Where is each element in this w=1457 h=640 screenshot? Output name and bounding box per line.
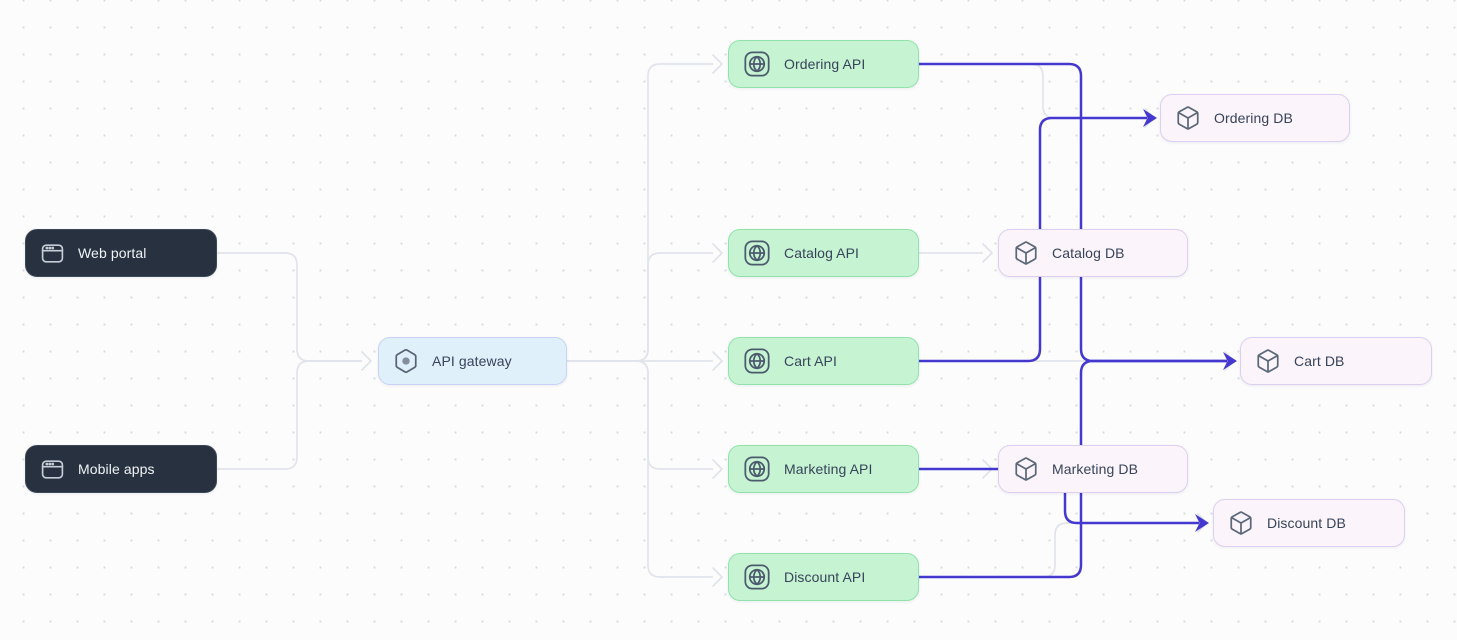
- node-label: Ordering DB: [1214, 110, 1293, 126]
- globe-app-icon: [743, 347, 771, 375]
- node-cart-api[interactable]: Cart API: [728, 337, 919, 385]
- node-marketing-db[interactable]: Marketing DB: [998, 445, 1188, 493]
- edge-web-portal-to-api-gateway[interactable]: [217, 252, 362, 362]
- globe-app-icon: [743, 50, 771, 78]
- globe-app-icon: [743, 563, 771, 591]
- node-label: Marketing API: [784, 461, 873, 477]
- node-label: Catalog API: [784, 245, 860, 261]
- box-icon: [1228, 510, 1254, 536]
- node-discount-api[interactable]: Discount API: [728, 553, 919, 601]
- node-label: API gateway: [432, 353, 512, 369]
- node-ordering-db[interactable]: Ordering DB: [1160, 94, 1350, 142]
- edge-api-gateway-to-ordering-api[interactable]: [567, 54, 723, 362]
- node-label: Mobile apps: [78, 461, 155, 477]
- globe-app-icon: [743, 455, 771, 483]
- node-ordering-api[interactable]: Ordering API: [728, 40, 919, 88]
- globe-app-icon: [743, 239, 771, 267]
- node-label: Ordering API: [784, 56, 866, 72]
- edge-catalog-api-to-catalog-db[interactable]: [919, 243, 993, 263]
- box-icon: [1255, 348, 1281, 374]
- edge-api-gateway-to-discount-api[interactable]: [567, 360, 723, 587]
- box-icon: [1013, 240, 1039, 266]
- node-marketing-api[interactable]: Marketing API: [728, 445, 919, 493]
- app-window-icon: [40, 457, 65, 482]
- edge-api-gateway-to-catalog-api[interactable]: [567, 243, 723, 362]
- node-web-portal[interactable]: Web portal: [25, 229, 217, 277]
- app-window-icon: [40, 241, 65, 266]
- node-label: Marketing DB: [1052, 461, 1139, 477]
- node-catalog-db[interactable]: Catalog DB: [998, 229, 1188, 277]
- node-label: Discount DB: [1267, 515, 1346, 531]
- node-label: Catalog DB: [1052, 245, 1125, 261]
- node-label: Cart API: [784, 353, 837, 369]
- node-label: Web portal: [78, 245, 147, 261]
- node-mobile-apps[interactable]: Mobile apps: [25, 445, 217, 493]
- edge-api-gateway-to-marketing-api[interactable]: [567, 360, 723, 479]
- node-label: Cart DB: [1294, 353, 1345, 369]
- box-icon: [1175, 105, 1201, 131]
- node-label: Discount API: [784, 569, 866, 585]
- edge-mobile-apps-to-api-gateway[interactable]: [217, 351, 372, 470]
- box-icon: [1013, 456, 1039, 482]
- node-discount-db[interactable]: Discount DB: [1213, 499, 1405, 547]
- hexagon-dot-icon: [393, 348, 419, 374]
- node-cart-db[interactable]: Cart DB: [1240, 337, 1432, 385]
- node-api-gateway[interactable]: API gateway: [378, 337, 567, 385]
- node-catalog-api[interactable]: Catalog API: [728, 229, 919, 277]
